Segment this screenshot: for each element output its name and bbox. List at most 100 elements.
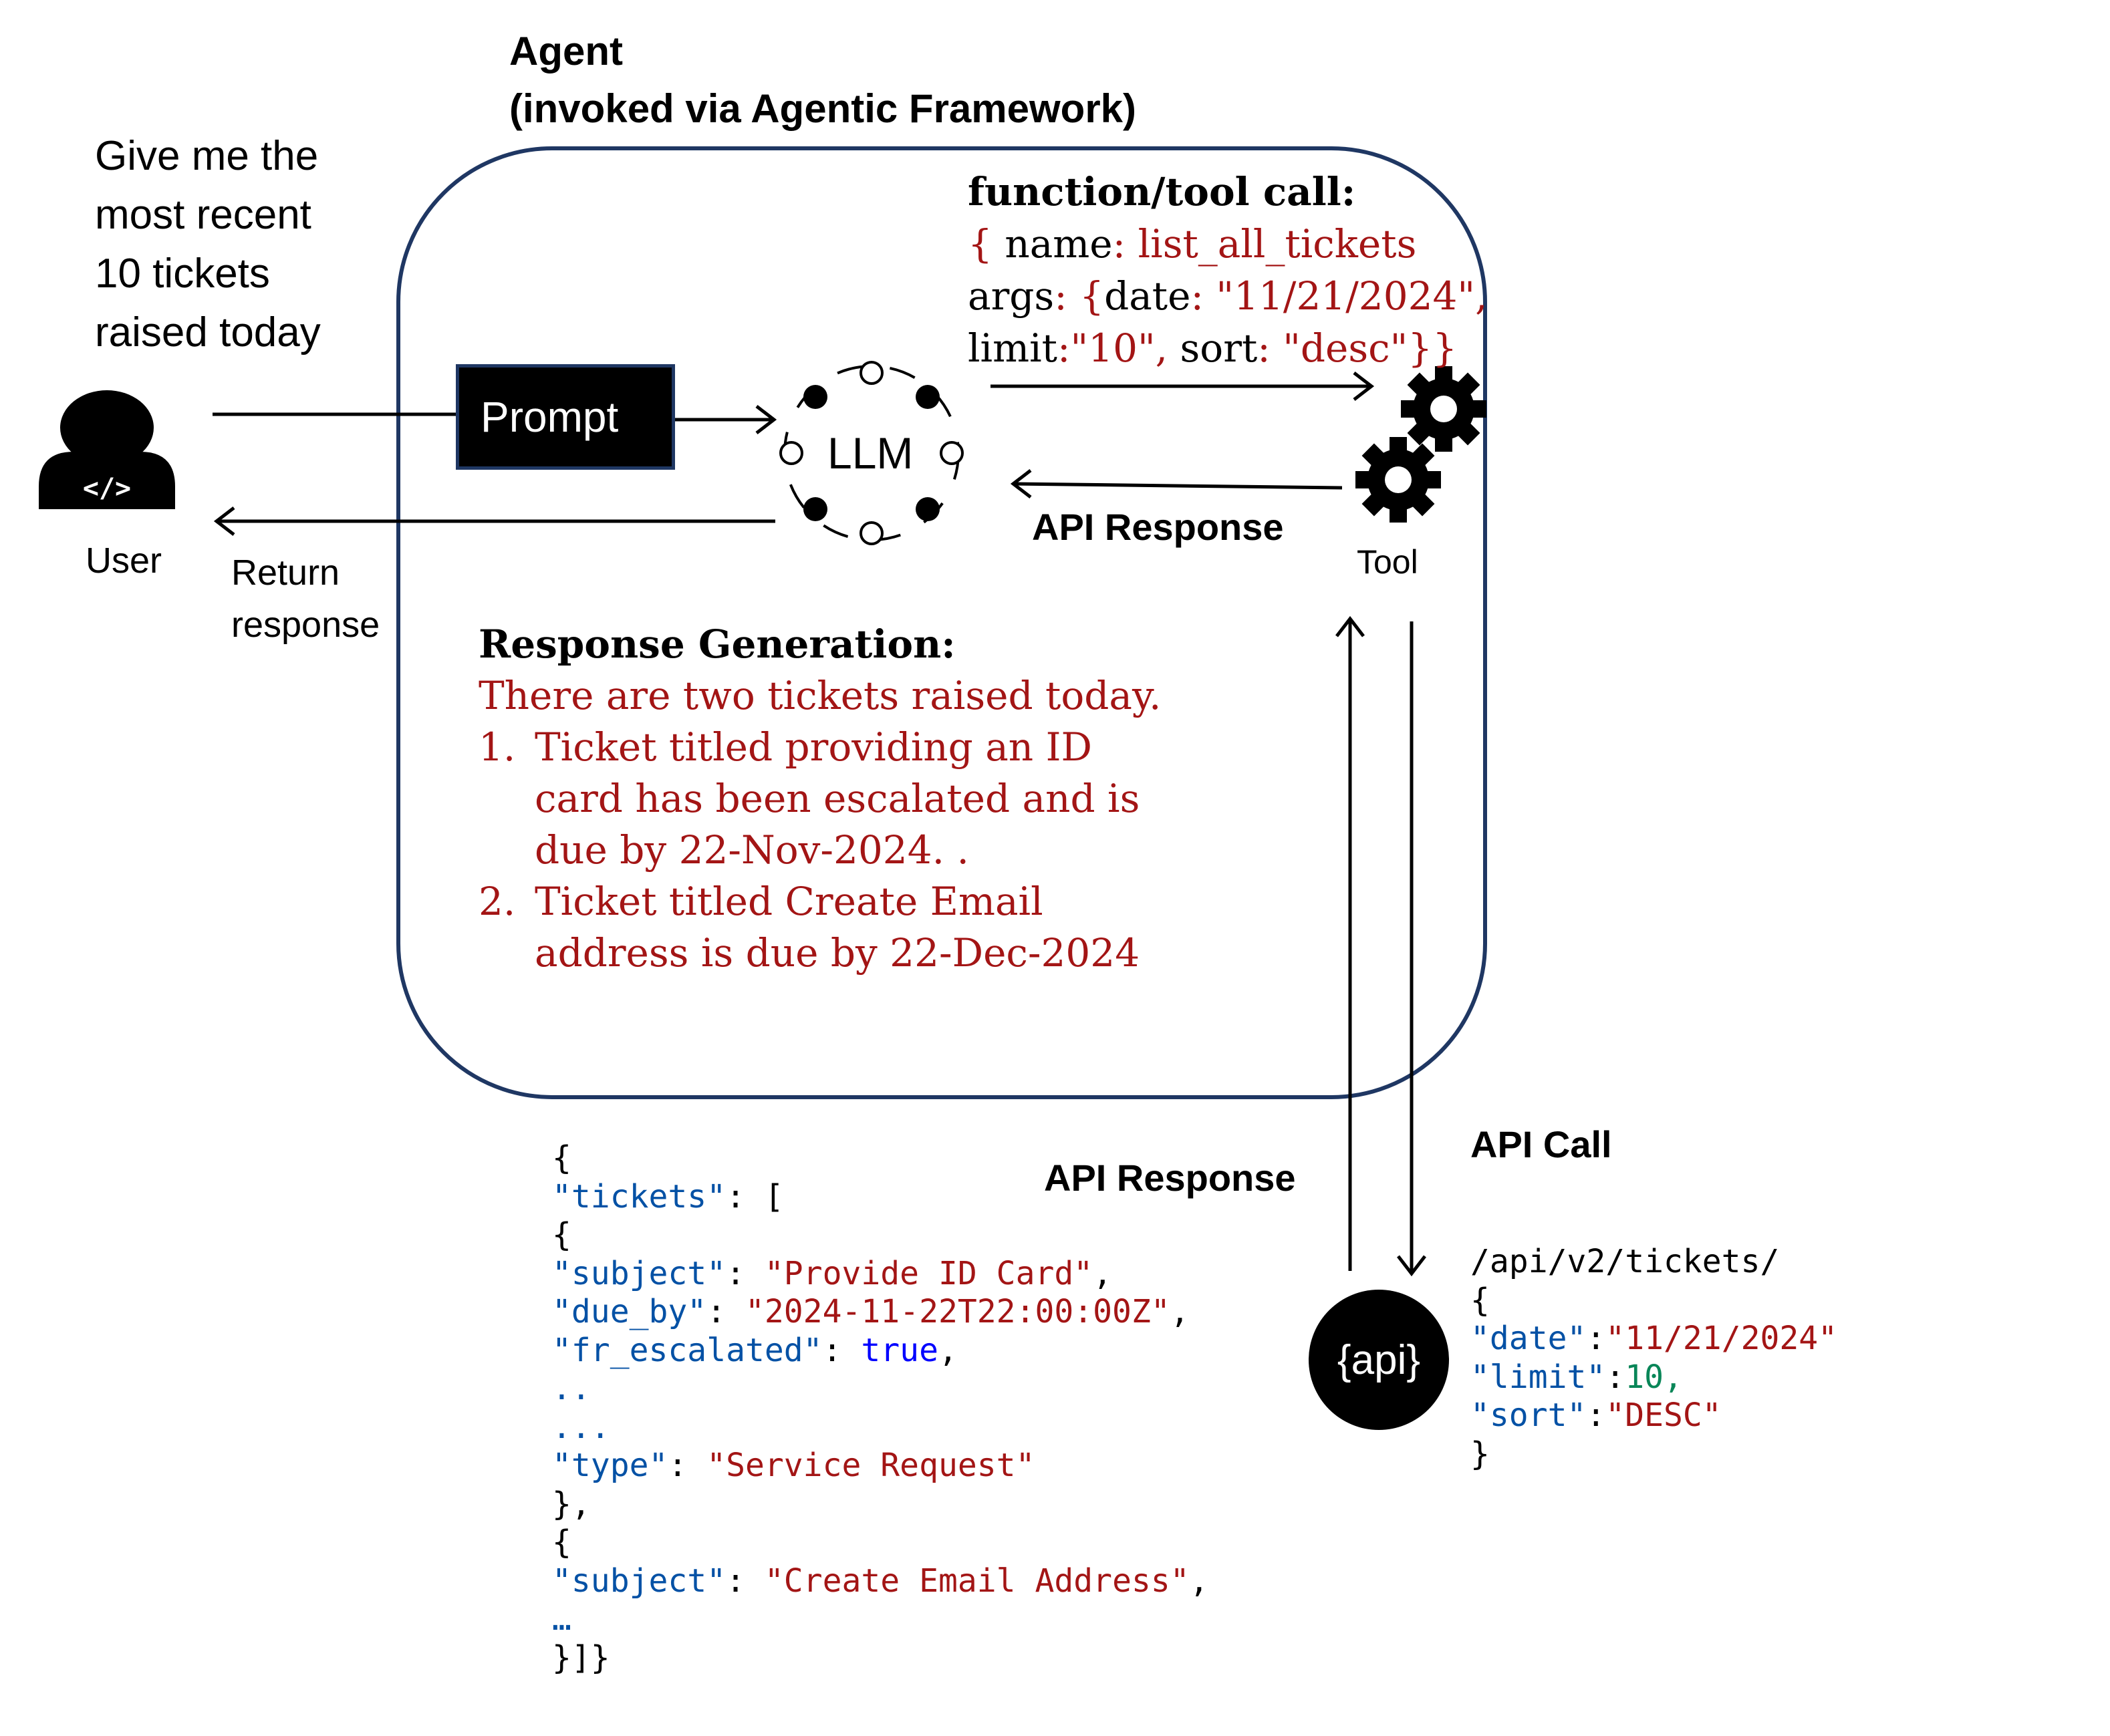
api-request-line: "date":"11/21/2024" [1470,1320,1837,1358]
json-punct: : [668,1447,707,1484]
response-generation-heading: Response Generation: [479,621,956,667]
api-response-up-arrow [1335,615,1365,1271]
json-string: "Create Email Address" [764,1562,1190,1600]
json-punct: : [726,1254,765,1292]
fn-name-value: list_all_tickets [1138,221,1417,267]
user-label: User [86,541,162,581]
json-line: … [552,1600,571,1638]
response-item-line: Ticket titled Create Email [535,879,1043,924]
json-key: "fr_escalated" [552,1331,823,1369]
response-item-number: 1. [479,724,516,770]
return-response-line1: Return [231,553,340,593]
json-punct: : [706,1293,745,1330]
api-call-label: API Call [1470,1123,1612,1165]
function-call-line1: { name: list_all_tickets [968,218,1488,270]
function-call-block: function/tool call: { name: list_all_tic… [968,166,1488,374]
user-query-line: most recent [95,192,311,238]
api-endpoint-icon: {api} [1309,1290,1449,1430]
api-request-number: 10, [1625,1358,1683,1396]
tool-response-arrow [1010,469,1343,498]
fn-date-value: "11/21/2024", [1216,273,1488,319]
user-query-line: 10 tickets [95,251,270,297]
gears-icon [1355,366,1486,523]
response-item-number: 2. [479,879,516,924]
api-request-punct: : [1586,1397,1606,1434]
api-request-line: "sort":"DESC" [1470,1397,1837,1435]
json-punct: : [822,1331,862,1369]
response-item-line: address is due by 22-Dec-2024 [535,930,1140,976]
api-request-line: "limit":10, [1470,1358,1837,1397]
agent-title-line2: (invoked via Agentic Framework) [509,86,1137,131]
response-item-2: 2. Ticket titled Create Email address is… [479,876,1162,979]
function-call-heading: function/tool call: [968,169,1356,214]
svg-text:</>: </> [83,473,131,504]
json-line: { [552,1139,571,1177]
response-item-line: Ticket titled providing an ID [535,724,1093,770]
developer-user-icon: </> [39,390,175,509]
fn-args-key: args [968,273,1055,319]
json-punct: , [1189,1562,1209,1600]
fn-sort-colon: : [1257,325,1283,371]
api-request-line: { [1470,1281,1490,1319]
json-line: .. [552,1370,591,1407]
json-key: "tickets" [552,1177,727,1215]
json-line: "subject": "Provide ID Card", [552,1255,1209,1294]
json-line: "fr_escalated": true, [552,1332,1209,1370]
api-response-inner-label: API Response [1032,506,1284,548]
api-request-key: "date" [1470,1320,1587,1357]
llm-node-ring [779,361,964,545]
return-response-line2: response [231,605,380,645]
json-key: "due_by" [552,1293,707,1330]
api-response-outer-label: API Response [1044,1157,1296,1199]
fn-sort-key: sort [1180,325,1258,371]
response-generation-block: Response Generation: There are two ticke… [479,619,1162,979]
user-query-line: Give me the [95,133,319,179]
user-query: Give me the most recent 10 tickets raise… [95,127,376,362]
api-request-line: } [1470,1435,1490,1473]
fn-sort-value: "desc"}} [1283,325,1458,371]
json-keyword: true [861,1331,938,1369]
json-string: "2024-11-22T22:00:00Z" [745,1293,1170,1330]
agent-title-line1: Agent [509,29,623,74]
json-line: "type": "Service Request" [552,1447,1209,1485]
api-request-punct: : [1605,1358,1625,1396]
json-punct: , [938,1331,958,1369]
api-call-down-arrow [1397,621,1426,1277]
function-call-line3: limit:"10", sort: "desc"}} [968,322,1488,374]
fn-name-key: name [1005,221,1113,267]
json-line: "due_by": "2024-11-22T22:00:00Z", [552,1293,1209,1332]
tool-label: Tool [1357,543,1418,581]
json-punct: : [726,1562,765,1600]
json-line: ... [552,1408,610,1446]
response-item-line: due by 22-Nov-2024. . [535,827,969,873]
fn-date-key: date [1104,273,1191,319]
json-line: { [552,1216,571,1254]
json-line: "tickets": [ [552,1178,1209,1217]
fn-date-colon: : [1190,273,1216,319]
response-item-line: card has been escalated and is [535,776,1140,821]
json-key: "subject" [552,1562,727,1600]
json-line: "subject": "Create Email Address", [552,1562,1209,1601]
return-response-label: Return response [231,547,380,651]
json-punct: , [1170,1293,1190,1330]
llm-label: LLM [827,428,914,478]
json-line: { [552,1524,571,1561]
json-string: "Service Request" [706,1447,1035,1484]
json-punct: , [1093,1254,1113,1292]
fn-args-colon: : { [1054,273,1105,319]
user-query-line: raised today [95,309,321,355]
function-call-line2: args: {date: "11/21/2024", [968,270,1488,322]
api-request-string: "11/21/2024" [1605,1320,1838,1357]
api-request-key: "limit" [1470,1358,1606,1396]
return-response-arrow [213,507,775,536]
agent-title: Agent (invoked via Agentic Framework) [509,23,1136,138]
fn-limit-key: limit [968,325,1057,371]
api-request-block: /api/v2/tickets/ { "date":"11/21/2024" "… [1470,1243,1837,1473]
agent-container [396,146,1487,1099]
json-key: "type" [552,1447,668,1484]
response-intro: There are two tickets raised today. [479,673,1162,718]
fn-limit-value: :"10", [1057,325,1180,371]
prompt-box: Prompt [456,364,675,470]
